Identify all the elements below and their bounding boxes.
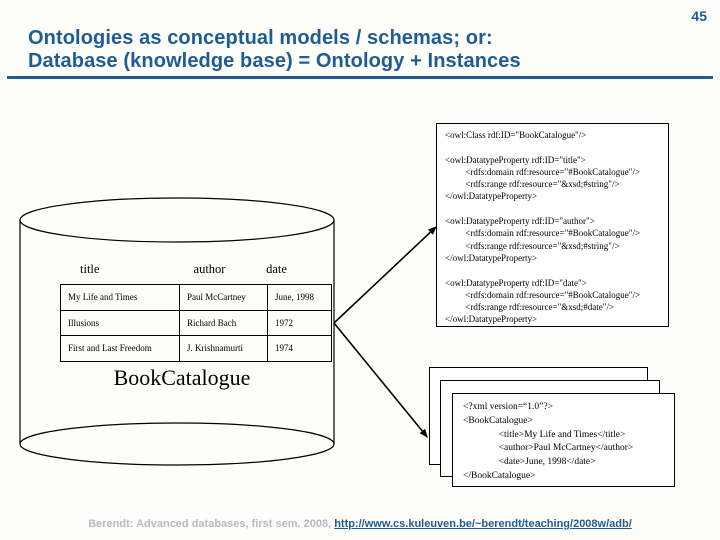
page-number: 45 <box>691 8 707 24</box>
table-row: First and Last Freedom J. Krishnamurti 1… <box>60 335 332 362</box>
cell-author: Paul McCartney <box>179 284 268 311</box>
xml-instance-code-box: <?xml version=“1.0”?> <BookCatalogue> <t… <box>452 393 675 487</box>
book-table-header: title author date <box>60 262 304 284</box>
cell-title: First and Last Freedom <box>60 335 180 362</box>
table-row: Illusions Richard Bach 1972 <box>60 309 332 336</box>
owl-schema-code-box: <owl:Class rdf:ID="BookCatalogue"/> <owl… <box>436 123 669 327</box>
page-title: Ontologies as conceptual models / schema… <box>28 27 698 73</box>
cell-date: 1974 <box>267 335 332 362</box>
cell-title: Illusions <box>60 309 180 336</box>
footer-credit: Berendt: Advanced databases, first sem. … <box>88 518 335 530</box>
cell-title: My Life and Times <box>60 284 180 311</box>
cell-date: 1972 <box>267 309 332 336</box>
page-title-line1: Ontologies as conceptual models / schema… <box>28 27 493 49</box>
book-table: title author date My Life and Times Paul… <box>60 262 332 362</box>
column-header-author: author <box>193 262 226 276</box>
arrow-to-schema-icon <box>333 226 437 324</box>
page-title-line2: Database (knowledge base) = Ontology + I… <box>28 50 521 72</box>
cell-author: J. Krishnamurti <box>179 335 268 362</box>
book-table-grid: My Life and Times Paul McCartney June, 1… <box>60 284 332 362</box>
arrow-to-instances-icon <box>333 322 428 438</box>
column-header-title: title <box>80 262 100 276</box>
footer-link[interactable]: http://www.cs.kuleuven.be/~berendt/teach… <box>334 518 632 530</box>
database-cylinder-icon <box>19 197 335 466</box>
cell-date: June, 1998 <box>267 284 332 311</box>
table-row: My Life and Times Paul McCartney June, 1… <box>60 284 332 311</box>
cell-author: Richard Bach <box>179 309 268 336</box>
footer: Berendt: Advanced databases, first sem. … <box>0 518 720 530</box>
column-header-date: date <box>266 262 287 276</box>
database-label: BookCatalogue <box>113 365 251 390</box>
title-divider <box>7 76 713 79</box>
